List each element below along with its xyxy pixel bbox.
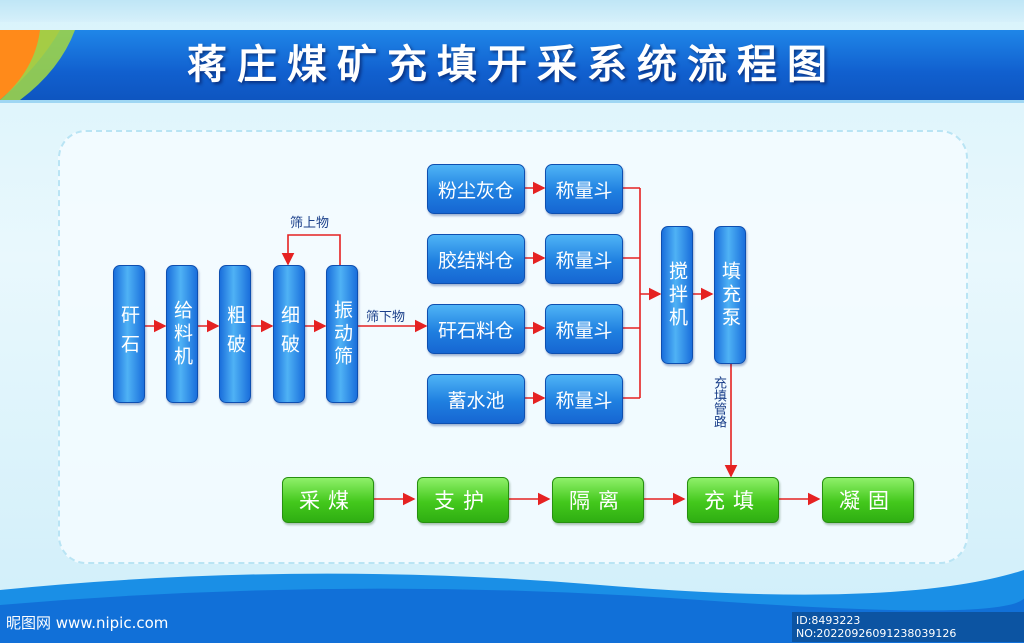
- node-fine-crush: 细破: [273, 265, 305, 403]
- title-bar: [0, 30, 1024, 103]
- step-coal-mining: 采煤: [282, 477, 374, 523]
- weigh-hopper-2: 称量斗: [545, 234, 623, 284]
- weigh-hopper-4: 称量斗: [545, 374, 623, 424]
- node-gangue: 矸石: [113, 265, 145, 403]
- label-sieve-under: 筛下物: [366, 310, 406, 325]
- silo-gangue: 矸石料仓: [427, 304, 525, 354]
- label-sieve-over: 筛上物: [290, 216, 330, 231]
- weigh-hopper-3: 称量斗: [545, 304, 623, 354]
- step-isolation: 隔离: [552, 477, 644, 523]
- node-feeder: 给料机: [166, 265, 198, 403]
- top-strip: [0, 0, 1024, 22]
- water-pool: 蓄水池: [427, 374, 525, 424]
- label-fill-pipe: 充填管路: [711, 376, 726, 428]
- step-support: 支护: [417, 477, 509, 523]
- node-coarse-crush: 粗破: [219, 265, 251, 403]
- node-mixer: 搅拌机: [661, 226, 693, 364]
- corner-decoration: [0, 30, 75, 100]
- bottom-wave: [0, 570, 1024, 643]
- silo-cement: 胶结料仓: [427, 234, 525, 284]
- node-fill-pump: 填充泵: [714, 226, 746, 364]
- node-vibrating-screen: 振动筛: [326, 265, 358, 403]
- step-solidify: 凝固: [822, 477, 914, 523]
- silo-dust-ash: 粉尘灰仓: [427, 164, 525, 214]
- step-filling: 充填: [687, 477, 779, 523]
- page-title: 蒋庄煤矿充填开采系统流程图: [187, 42, 837, 88]
- weigh-hopper-1: 称量斗: [545, 164, 623, 214]
- watermark-site: 昵图网 www.nipic.com: [6, 614, 169, 632]
- watermark-id: ID:8493223 NO:20220926091238039126: [792, 612, 1024, 642]
